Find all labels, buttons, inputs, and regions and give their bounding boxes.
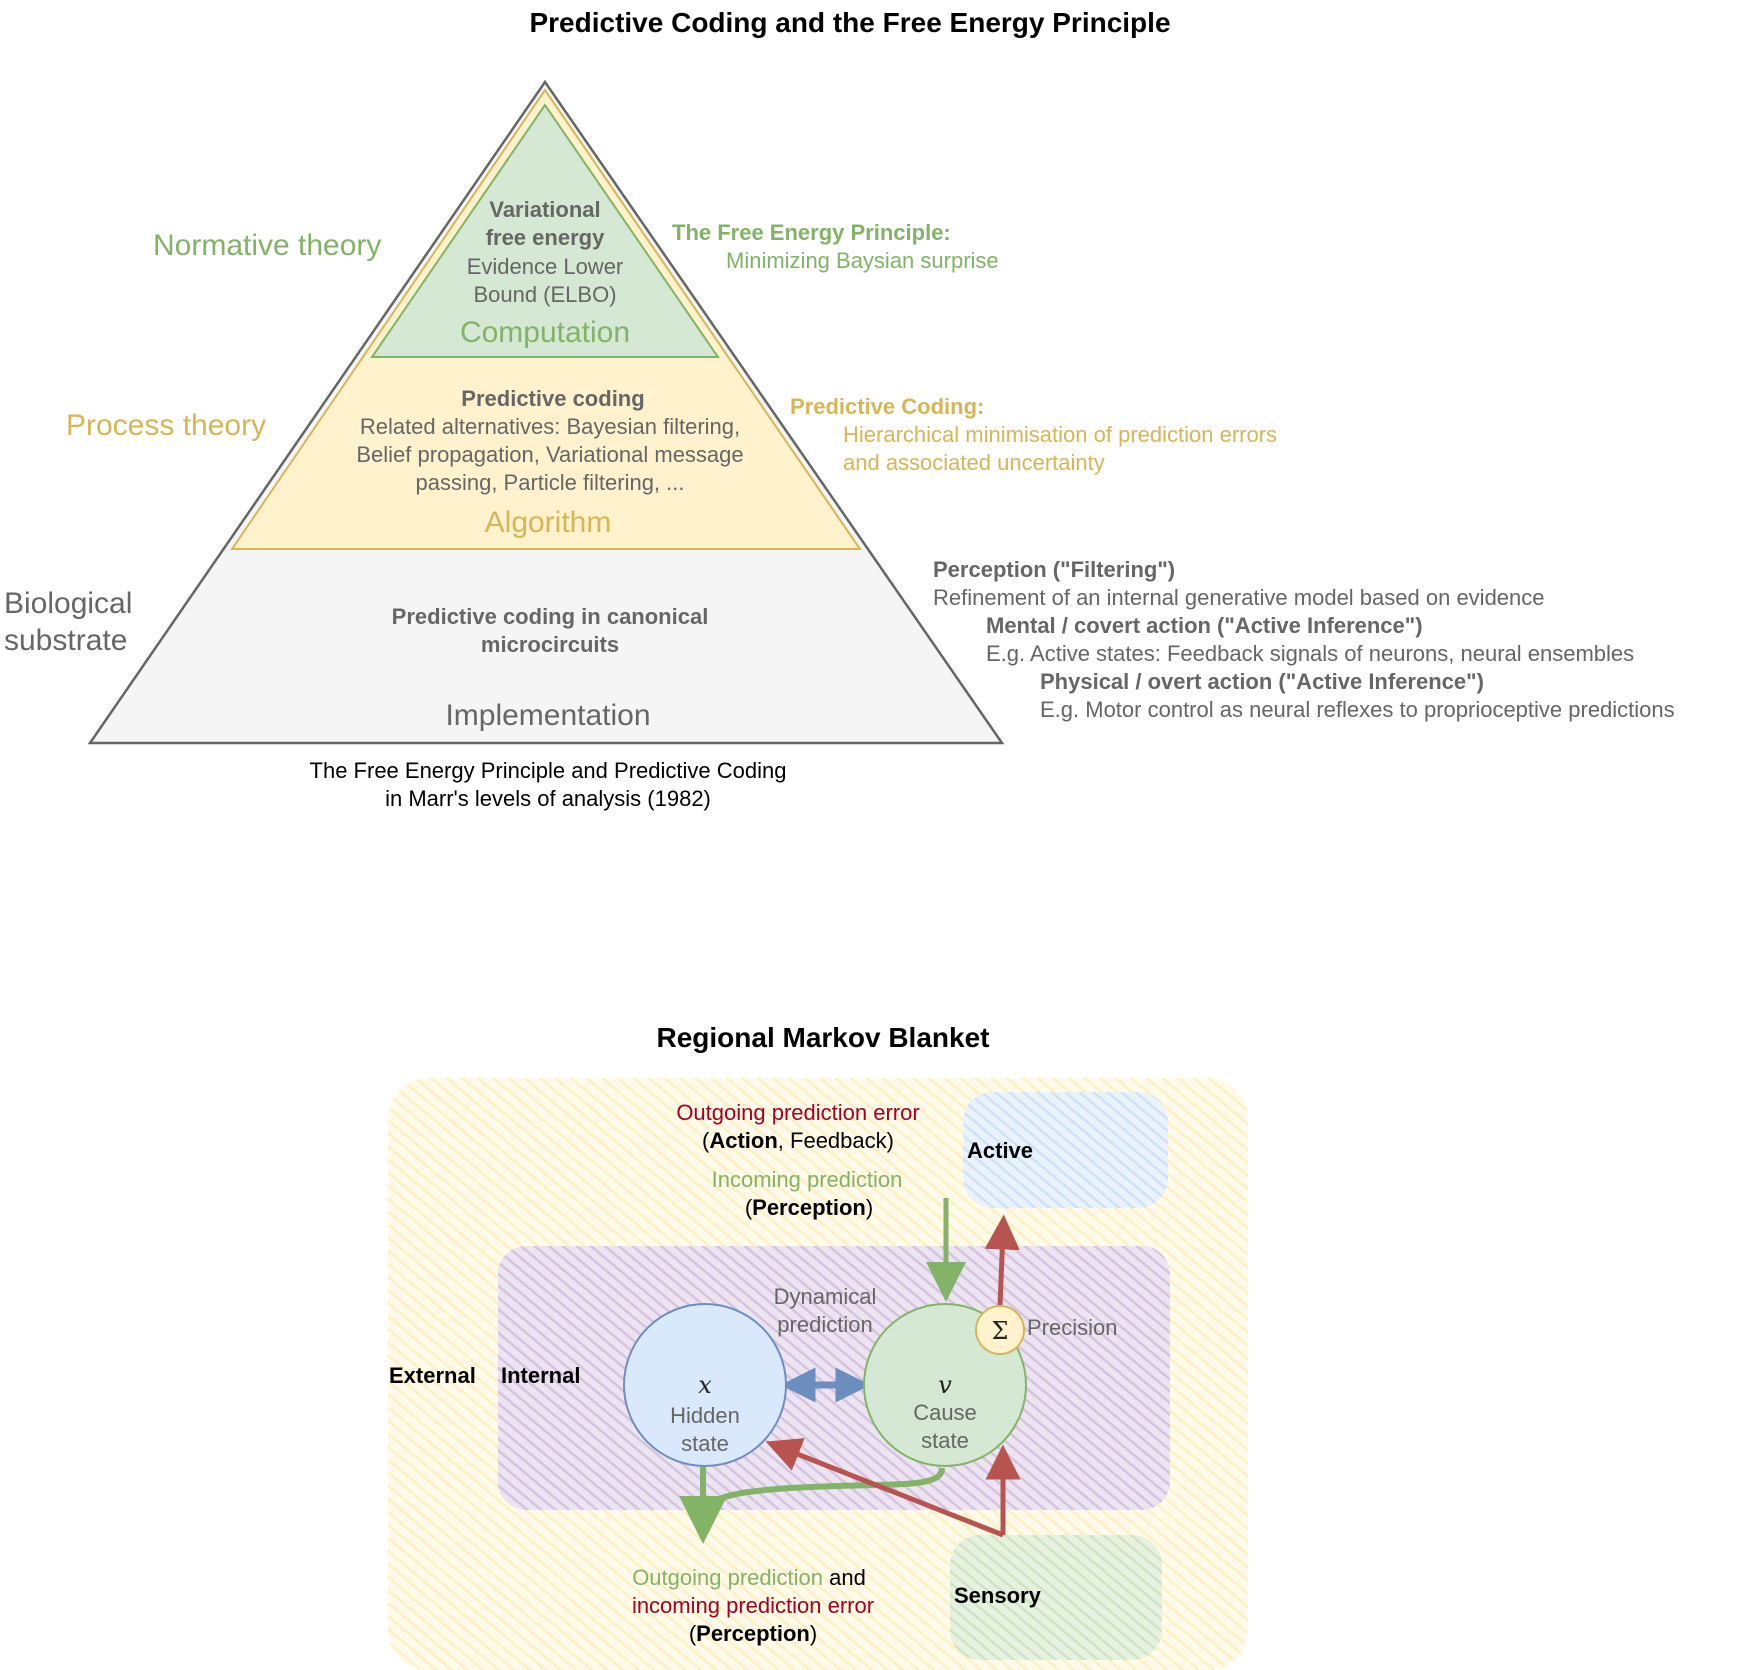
biological-label-line2: substrate <box>4 624 127 657</box>
sigma-symbol: Σ <box>992 1317 1009 1345</box>
incoming-error-label: incoming prediction error <box>632 1593 874 1618</box>
fep-title: The Free Energy Principle: <box>672 220 951 245</box>
perception-text: Refinement of an internal generative mod… <box>933 585 1545 610</box>
pc-text-line1: Hierarchical minimisation of prediction … <box>843 422 1277 447</box>
hidden-state-label-line1: Hidden <box>670 1403 740 1428</box>
middle-line2: Belief propagation, Variational message <box>356 442 743 467</box>
top-bold-line2: free energy <box>486 225 605 250</box>
active-region <box>963 1092 1168 1208</box>
top-line1: Evidence Lower <box>467 254 624 279</box>
middle-line1: Related alternatives: Bayesian filtering… <box>360 414 740 439</box>
dynamical-label-line2: prediction <box>777 1312 872 1337</box>
bottom-bold-line2: microcircuits <box>481 632 619 657</box>
computation-layer <box>370 103 720 358</box>
pyramid-title: Predictive Coding and the Free Energy Pr… <box>529 7 1170 38</box>
process-theory-label: Process theory <box>66 409 266 442</box>
implementation-label: Implementation <box>445 699 650 732</box>
external-label: External <box>389 1363 476 1388</box>
cause-state-label-line2: state <box>921 1428 969 1453</box>
precision-node <box>975 1305 1025 1355</box>
incoming-prediction-context: (Perception) <box>745 1195 873 1220</box>
hidden-state-node <box>623 1303 787 1467</box>
sensory-label: Sensory <box>954 1583 1042 1608</box>
bottom-bold-line1: Predictive coding in canonical <box>392 604 709 629</box>
physical-action-title: Physical / overt action ("Active Inferen… <box>1040 669 1484 694</box>
hidden-state-label-line2: state <box>681 1431 729 1456</box>
dynamical-label-line1: Dynamical <box>774 1284 877 1309</box>
physical-action-text: E.g. Motor control as neural reflexes to… <box>1040 697 1675 722</box>
sensory-to-hidden-arrow <box>765 1438 1004 1538</box>
hidden-state-variable: x <box>698 1371 712 1399</box>
top-bold-line1: Variational <box>489 197 600 222</box>
incoming-prediction-label: Incoming prediction <box>712 1167 903 1192</box>
pc-title: Predictive Coding: <box>790 394 984 419</box>
cause-state-label-line1: Cause <box>913 1400 977 1425</box>
middle-bold: Predictive coding <box>461 386 644 411</box>
middle-line3: passing, Particle filtering, ... <box>415 470 684 495</box>
outgoing-error-context: (Action, Feedback) <box>702 1128 894 1153</box>
biological-label-line1: Biological <box>4 587 132 620</box>
mental-action-title: Mental / covert action ("Active Inferenc… <box>986 613 1423 638</box>
outgoing-error-label: Outgoing prediction error <box>676 1100 919 1125</box>
sensory-region <box>950 1535 1162 1660</box>
active-label: Active <box>967 1138 1033 1163</box>
precision-label: Precision <box>1027 1315 1117 1340</box>
bottom-perception-label: (Perception) <box>689 1621 817 1646</box>
outgoing-error-arrow <box>984 1214 1020 1306</box>
internal-label: Internal <box>501 1363 580 1388</box>
normative-theory-label: Normative theory <box>153 229 381 262</box>
blanket-title: Regional Markov Blanket <box>657 1022 990 1053</box>
mental-action-text: E.g. Active states: Feedback signals of … <box>986 641 1634 666</box>
pyramid-caption-line2: in Marr's levels of analysis (1982) <box>385 786 711 811</box>
cause-state-variable: v <box>938 1371 952 1399</box>
computation-label: Computation <box>460 316 630 349</box>
pyramid-caption-line1: The Free Energy Principle and Predictive… <box>310 758 787 783</box>
perception-title: Perception ("Filtering") <box>933 557 1175 582</box>
fep-text: Minimizing Baysian surprise <box>726 248 999 273</box>
outgoing-prediction-context: Outgoing prediction and <box>632 1565 866 1590</box>
pc-text-line2: and associated uncertainty <box>843 450 1105 475</box>
cause-to-outgoing-curve <box>700 1467 945 1519</box>
top-line2: Bound (ELBO) <box>473 282 616 307</box>
algorithm-label: Algorithm <box>485 506 612 539</box>
